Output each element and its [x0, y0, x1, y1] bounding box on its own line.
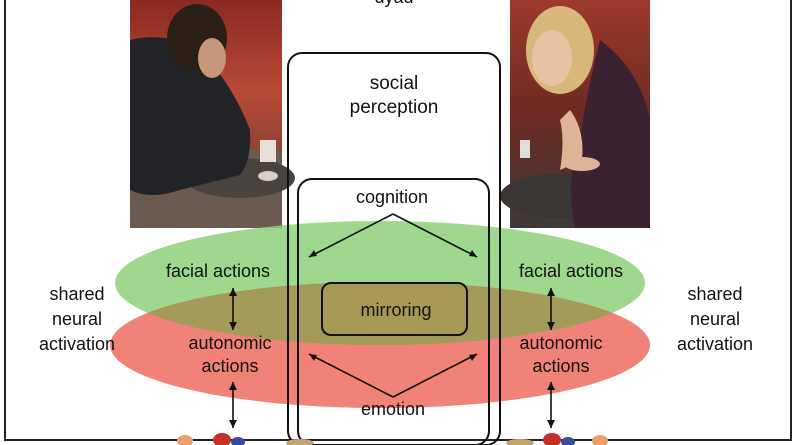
social-perception-label-line2: perception	[350, 97, 439, 118]
mirroring-box	[321, 282, 468, 336]
right-shared-label-line3: activation	[677, 334, 753, 354]
left-autonomic-label-line1: autonomic	[188, 333, 271, 353]
emotion-label: emotion	[361, 399, 425, 419]
figure-border	[4, 0, 792, 441]
left-shared-label-line2: neural	[52, 309, 102, 329]
right-shared-label-line1: shared	[687, 284, 742, 304]
mirroring-label: mirroring	[360, 300, 431, 320]
cognition-label: cognition	[356, 187, 428, 207]
right-shared-label-line2: neural	[690, 309, 740, 329]
dyad-label: dyad	[374, 0, 413, 7]
left-person-photo	[130, 0, 295, 228]
right-person-photo	[500, 0, 650, 228]
right-facial-actions-label: facial actions	[519, 261, 623, 281]
right-autonomic-label-line1: autonomic	[519, 333, 602, 353]
overlap-region	[115, 282, 645, 345]
cognition-emotion-box	[297, 178, 490, 445]
left-shared-label-line3: activation	[39, 334, 115, 354]
left-facial-actions-label: facial actions	[166, 261, 270, 281]
left-shared-label-line1: shared	[49, 284, 104, 304]
social-perception-label-line1: social	[370, 73, 419, 94]
arrow-heads	[229, 250, 555, 428]
social-perception-box	[287, 52, 501, 445]
left-autonomic-label-line2: actions	[201, 356, 258, 376]
right-autonomic-label-line2: actions	[532, 356, 589, 376]
bottom-organ-images	[177, 433, 608, 445]
